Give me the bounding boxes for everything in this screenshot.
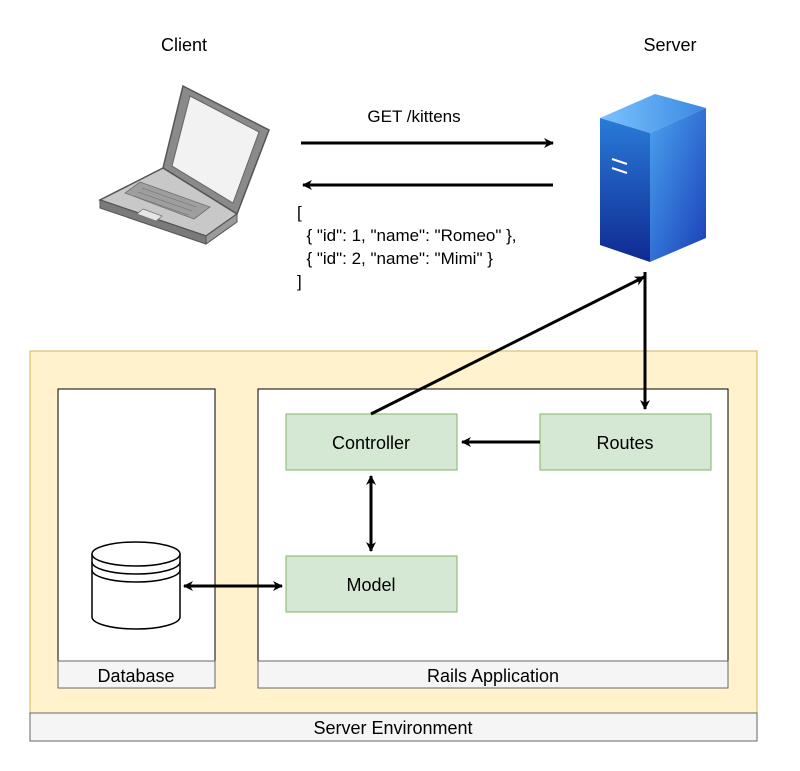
model-box bbox=[285, 555, 458, 613]
laptop-icon bbox=[98, 84, 270, 245]
response-line: { "id": 2, "name": "Mimi" } bbox=[297, 249, 493, 268]
response-line: ] bbox=[297, 272, 302, 291]
server-environment-label-bar bbox=[29, 712, 758, 742]
database-cylinder-icon bbox=[91, 541, 181, 630]
routes-box bbox=[539, 413, 712, 471]
client-label: Client bbox=[161, 35, 207, 55]
database-panel bbox=[57, 388, 216, 689]
database-label: Database bbox=[97, 666, 174, 686]
routes-label: Routes bbox=[596, 433, 653, 453]
rails-app-label: Rails Application bbox=[427, 666, 559, 686]
controller-label: Controller bbox=[332, 433, 410, 453]
response-line: { "id": 1, "name": "Romeo" }, bbox=[297, 226, 517, 245]
controller-box bbox=[285, 413, 458, 471]
server-environment-label: Server Environment bbox=[313, 718, 472, 738]
model-label: Model bbox=[346, 575, 395, 595]
response-json: [ { "id": 1, "name": "Romeo" }, { "id": … bbox=[297, 203, 517, 291]
request-label: GET /kittens bbox=[367, 107, 460, 126]
database-label-bar bbox=[57, 660, 216, 689]
rails-app-label-bar bbox=[257, 660, 729, 689]
response-line: [ bbox=[297, 203, 302, 222]
controller-to-server-arrow bbox=[370, 275, 645, 416]
server-tower-icon bbox=[600, 94, 706, 262]
server-label: Server bbox=[643, 35, 696, 55]
